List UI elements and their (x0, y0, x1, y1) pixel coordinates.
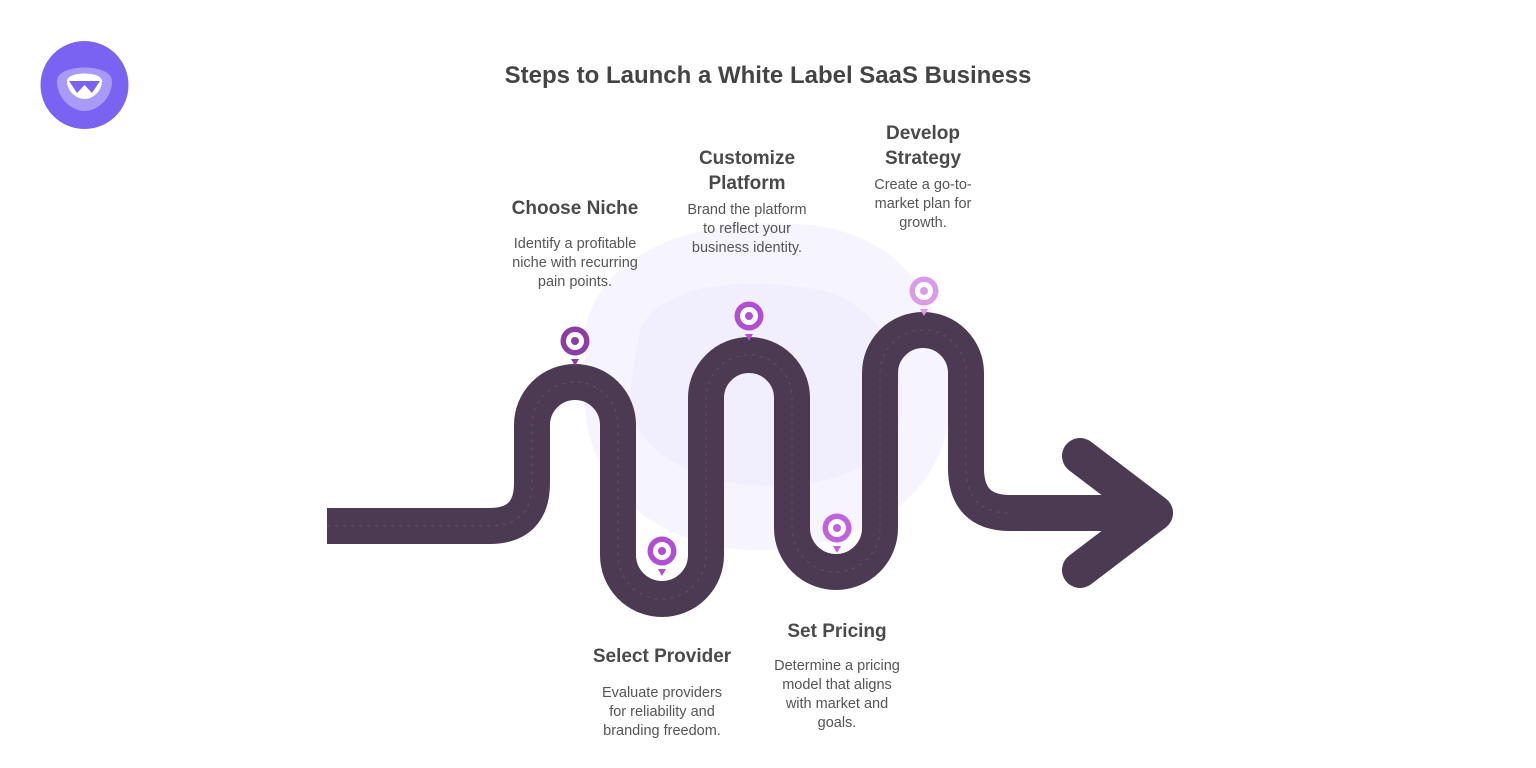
desc-line: market plan for (874, 196, 972, 212)
step-description: Create a go-to- market plan for growth. (858, 176, 988, 233)
desc-line: branding freedom. (603, 723, 721, 739)
step-description: Evaluate providers for reliability and b… (577, 684, 747, 741)
desc-line: pain points. (537, 274, 613, 290)
app-logo-icon (57, 67, 112, 111)
step-description: Determine a pricing model that aligns wi… (762, 657, 912, 733)
desc-line: Identify a profitable (513, 236, 637, 252)
step-title-line2: Strategy (884, 148, 962, 169)
step-title: Customize (698, 148, 796, 169)
step-title: Choose Niche (511, 198, 639, 219)
step-title-line2: Platform (708, 173, 786, 194)
step-title: Select Provider (592, 646, 732, 667)
desc-line: niche with recurring (512, 255, 638, 271)
diagram-title: Steps to Launch a White Label SaaS Busin… (504, 62, 1032, 89)
desc-line: for reliability and (609, 704, 715, 720)
pin-icon (822, 513, 852, 553)
step-set-pricing: Set Pricing Determine a pricing model th… (762, 619, 912, 733)
pin-icon (560, 326, 590, 366)
desc-line: to reflect your (703, 221, 791, 237)
pin-icon (647, 536, 677, 576)
step-description: Brand the platform to reflect your busin… (672, 201, 822, 258)
pin-icon (909, 276, 939, 316)
step-choose-niche: Choose Niche Identify a profitable niche… (495, 196, 655, 292)
desc-line: growth. (899, 215, 947, 231)
desc-line: Create a go-to- (874, 177, 972, 193)
winding-road (327, 312, 1148, 617)
right-arrow-icon (1062, 438, 1173, 588)
step-customize-platform: Customize Platform Brand the platform to… (672, 146, 822, 258)
app-logo (40, 41, 129, 129)
desc-line: Evaluate providers (601, 685, 723, 701)
desc-line: Brand the platform (687, 202, 807, 218)
desc-line: Determine a pricing (774, 658, 900, 674)
background-blob-inner (629, 283, 902, 486)
step-select-provider: Select Provider Evaluate providers for r… (577, 644, 747, 741)
desc-line: goals. (817, 715, 857, 731)
pin-icon (734, 301, 764, 341)
desc-line: with market and (785, 696, 889, 712)
step-develop-strategy: Develop Strategy Create a go-to- market … (858, 121, 988, 233)
desc-line: model that aligns (782, 677, 892, 693)
step-title: Set Pricing (787, 621, 887, 642)
desc-line: business identity. (691, 240, 803, 256)
step-title: Develop (886, 123, 960, 144)
step-description: Identify a profitable niche with recurri… (495, 235, 655, 292)
road-centerline (327, 329, 1011, 600)
